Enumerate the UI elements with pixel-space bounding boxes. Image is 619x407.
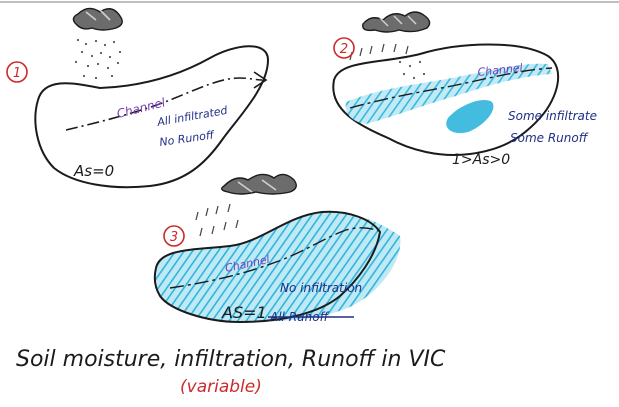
caption-title: Soil moisture, infiltration, Runoff in V… [16, 347, 446, 372]
wet-area [446, 100, 493, 133]
infiltration-label: No infiltration [280, 281, 362, 295]
catchment-outline [35, 46, 268, 187]
rain-icon [399, 61, 425, 79]
panel-number: 3 [170, 230, 178, 245]
infiltration-label: Some infiltrate [508, 109, 597, 123]
runoff-label: No Runoff [159, 128, 216, 149]
as-label: As=0 [73, 162, 114, 180]
as-label: 1>As>0 [452, 152, 510, 168]
panel-1: 1 Channel All infiltrated No Runoff As=0 [7, 8, 268, 187]
rain-icon [196, 204, 238, 236]
as-label: AS=1 [221, 303, 267, 322]
cloud-icon [73, 8, 122, 30]
rain-icon [75, 39, 121, 79]
panel-number: 1 [13, 66, 21, 81]
runoff-label: Some Runoff [510, 131, 589, 145]
cloud-icon [363, 12, 430, 32]
infiltration-label: All infiltrated [155, 104, 229, 129]
panel-number: 2 [340, 42, 348, 57]
panel-2: 2 Channel Some infiltrate Some Runoff 1>… [333, 12, 597, 168]
panel-3: 3 Channel No infiltration All Runoff AS=… [155, 174, 401, 324]
caption-subtitle: (variable) [180, 377, 262, 397]
cloud-icon [222, 174, 297, 194]
